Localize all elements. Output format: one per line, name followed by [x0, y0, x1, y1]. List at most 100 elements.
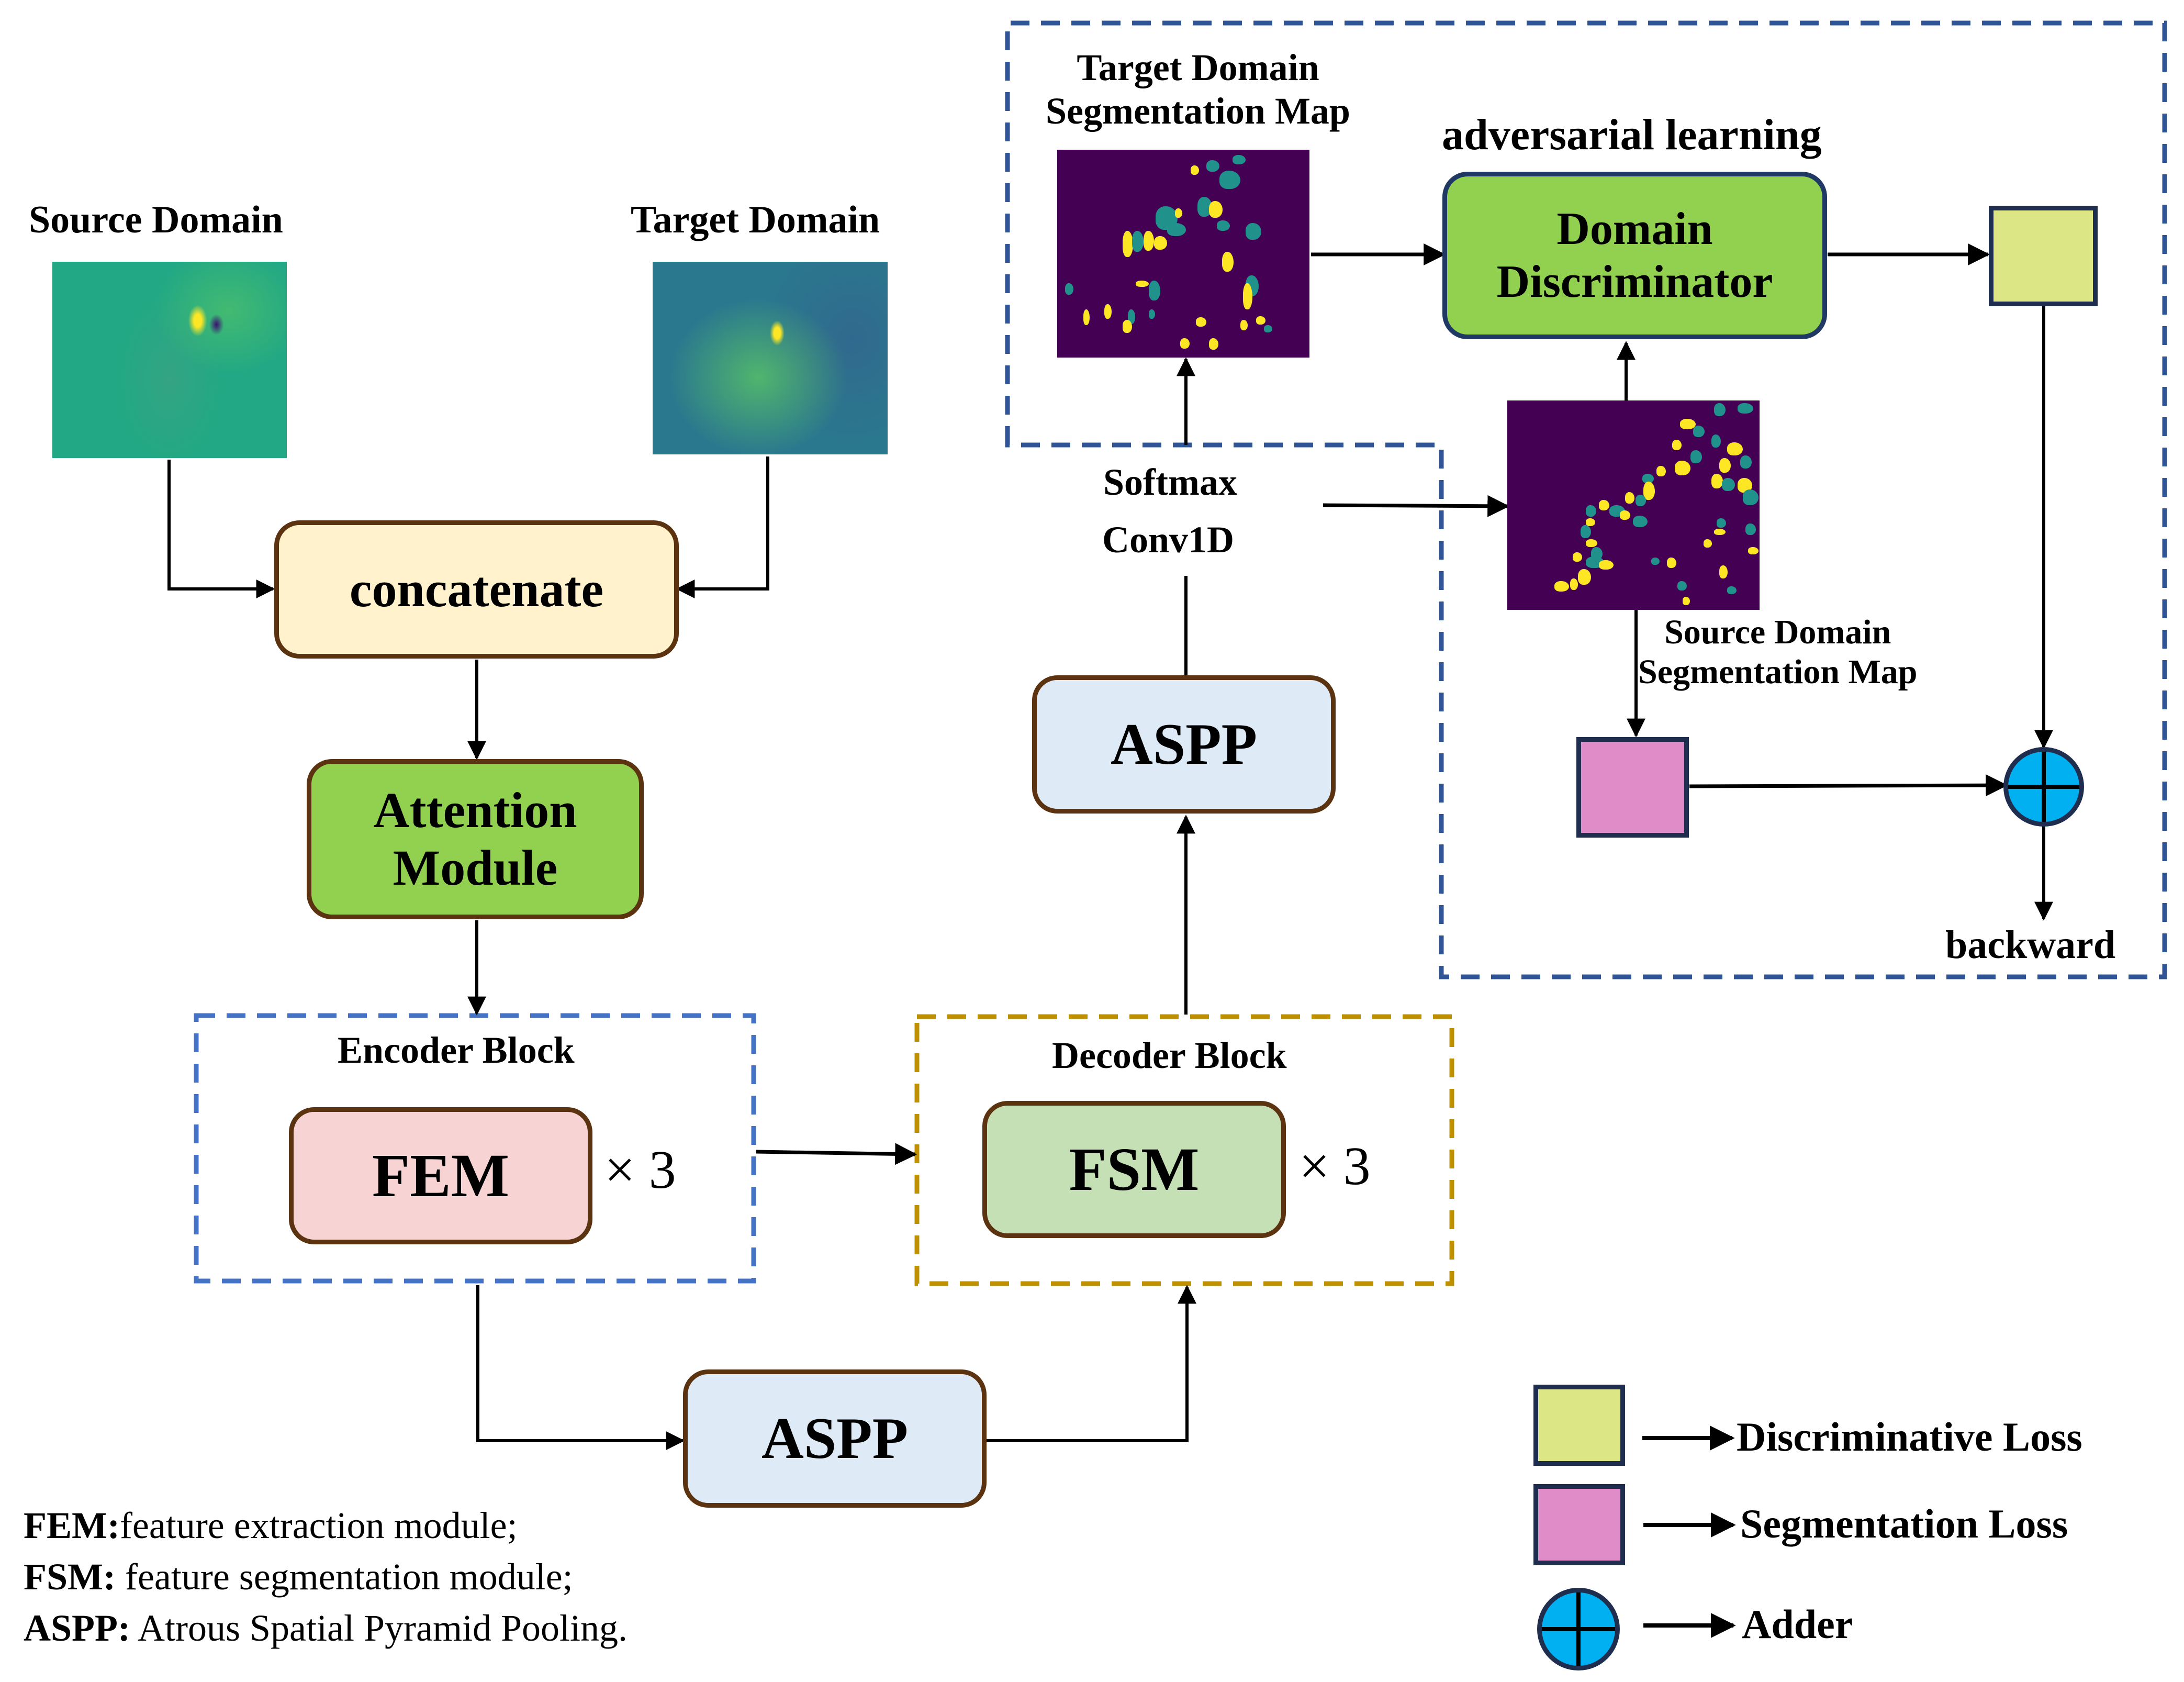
fsm-label: FSM: [1069, 1135, 1200, 1204]
arrow-seg-loss-to-adder: [1689, 774, 2008, 797]
segment: [1748, 547, 1759, 554]
segment: [1554, 581, 1569, 592]
arrow-softmax-to-source-map: [1323, 495, 1510, 517]
segment: [1727, 586, 1737, 594]
segment: [1240, 320, 1248, 330]
adder-icon: [2003, 747, 2084, 827]
segment: [1233, 155, 1246, 164]
segment: [1586, 518, 1595, 526]
note-aspp: ASPP: Atrous Spatial Pyramid Pooling.: [24, 1607, 628, 1649]
segment: [1209, 201, 1223, 218]
target-domain-label: Target Domain: [631, 198, 880, 241]
segment: [1717, 518, 1726, 528]
segment: [1620, 510, 1630, 520]
segment: [1651, 558, 1660, 565]
segment: [1738, 403, 1753, 414]
source-domain-image: [52, 262, 287, 458]
target-domain-image: [653, 262, 888, 454]
segment: [1217, 220, 1230, 231]
arrow-encoder-to-aspp: [476, 1285, 685, 1450]
aspp-top-box: ASPP: [1032, 675, 1336, 814]
legend-discriminative-square: [1533, 1385, 1625, 1466]
segment: [1246, 223, 1261, 240]
fsm-box: FSM: [982, 1101, 1286, 1238]
segment: [1719, 565, 1728, 578]
source-domain-label: Source Domain: [29, 198, 283, 241]
fsm-repeat-label: × 3: [1299, 1136, 1371, 1196]
segment: [1740, 455, 1752, 469]
target-segmentation-map: [1057, 150, 1309, 358]
segment: [1570, 578, 1578, 590]
aspp-bottom-label: ASPP: [761, 1406, 908, 1471]
segment: [1599, 500, 1609, 510]
domain-discriminator-box: Domain Discriminator: [1442, 172, 1827, 339]
source-map-title: Source Domain Segmentation Map: [1638, 613, 1918, 691]
segment: [1586, 539, 1597, 547]
legend-adder-icon: [1537, 1588, 1620, 1670]
arrow-encoder-to-decoder: [756, 1143, 917, 1165]
segment: [1573, 552, 1582, 562]
segment: [1132, 231, 1144, 252]
segment: [1167, 223, 1186, 236]
aspp-bottom-box: ASPP: [683, 1369, 987, 1508]
segment: [1711, 474, 1723, 488]
segment: [1714, 403, 1726, 416]
segment: [1714, 529, 1726, 535]
adversarial-learning-title: adversarial learning: [1442, 110, 1822, 159]
discriminative-loss-square: [1989, 206, 2098, 306]
fem-label: FEM: [372, 1141, 510, 1210]
segment: [1672, 440, 1682, 450]
segment: [1599, 560, 1614, 570]
segment: [1144, 231, 1154, 251]
segment: [1667, 558, 1676, 568]
softmax-label: Softmax: [1103, 461, 1237, 503]
segment: [1104, 304, 1112, 319]
segment: [1711, 435, 1721, 448]
segment: [1065, 283, 1073, 295]
fem-repeat-label: × 3: [604, 1140, 676, 1200]
segment: [1675, 461, 1690, 475]
segment: [1209, 338, 1218, 350]
concatenate-box: concatenate: [274, 520, 679, 659]
segment: [1625, 492, 1634, 504]
segment: [1123, 320, 1132, 333]
segment: [1633, 516, 1648, 527]
domain-discriminator-label: Domain Discriminator: [1496, 203, 1773, 307]
segment: [1136, 281, 1149, 287]
segment: [1149, 281, 1160, 300]
segment: [1683, 597, 1690, 605]
segment: [1206, 160, 1219, 172]
segment: [1219, 171, 1240, 189]
attention-module-box: Attention Module: [307, 759, 644, 919]
segment: [1727, 442, 1743, 455]
legend-adder-label: Adder: [1742, 1601, 1853, 1647]
attention-module-label: Attention Module: [373, 782, 577, 896]
segment: [1123, 231, 1133, 257]
segment: [1180, 338, 1190, 349]
segment: [1243, 283, 1252, 309]
segment: [1693, 426, 1705, 437]
segment: [1704, 539, 1712, 548]
note-fem: FEM:feature extraction module;: [24, 1505, 518, 1546]
segment: [1083, 309, 1090, 325]
segment: [1677, 581, 1687, 591]
segment: [1196, 317, 1206, 327]
segment: [1743, 489, 1759, 505]
adversarial-region-border: [1005, 20, 2167, 979]
segment: [1149, 309, 1155, 319]
segment: [1643, 482, 1655, 500]
arrow-target-to-concatenate: [676, 456, 769, 598]
segment: [1680, 419, 1696, 429]
source-segmentation-map: [1507, 400, 1760, 610]
segment: [1581, 525, 1591, 538]
segmentation-loss-square: [1576, 737, 1689, 838]
segment: [1656, 466, 1666, 476]
segment: [1586, 505, 1596, 517]
backward-label: backward: [1945, 923, 2116, 967]
aspp-top-label: ASPP: [1111, 711, 1257, 777]
note-fsm: FSM: feature segmentation module;: [24, 1556, 573, 1598]
segment: [1222, 252, 1234, 272]
segment: [1256, 316, 1265, 325]
arrow-aspp-to-decoder: [987, 1285, 1196, 1442]
